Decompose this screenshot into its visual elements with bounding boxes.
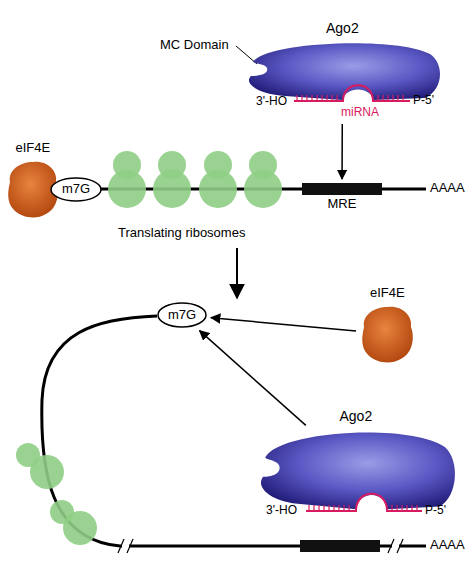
mirna-strand: [294, 85, 410, 101]
transition-arrow: [236, 248, 238, 298]
annotation-label: AAAA: [430, 181, 465, 196]
base-pair-tick: [343, 505, 344, 511]
mre-site: [300, 540, 380, 552]
base-pair-tick: [306, 95, 307, 101]
mirna-line: [294, 85, 410, 101]
annotation-label: 3'-HO: [266, 504, 297, 518]
cap-ellipse: [51, 178, 101, 201]
base-pair-tick: [318, 505, 319, 511]
node-outline: [245, 40, 440, 102]
base-pair-tick: [313, 505, 314, 511]
break-slash: [118, 539, 124, 553]
ribosome-large-subunit: [199, 170, 237, 208]
base-pair-tick: [392, 95, 393, 101]
base-pair-tick: [308, 505, 309, 511]
base-pair-tick: [401, 505, 402, 511]
mre-bar: [302, 183, 382, 195]
ribosome-large-subunit: [108, 170, 146, 208]
ago2-protein: Ago2: [257, 428, 455, 512]
base-pair-tick: [323, 505, 324, 511]
base-pair-tick: [301, 95, 302, 101]
node-label: eIF4E: [16, 141, 51, 156]
mre-site: MRE: [302, 183, 382, 195]
base-pair-tick: [387, 95, 388, 101]
annotation-label: Translating ribosomes: [118, 226, 245, 241]
base-pair-tick: [416, 505, 417, 511]
node-outline: [360, 305, 415, 363]
ribosome-large-subunit: [244, 170, 282, 208]
cap-oval: m7G: [50, 177, 102, 202]
ago2-shape: [261, 432, 455, 509]
annotation-label: P-5': [413, 94, 434, 108]
base-pair-tick: [348, 505, 349, 511]
base-pair-tick: [328, 505, 329, 511]
base-pair-tick: [326, 95, 327, 101]
ago2-protein: Ago2: [245, 40, 440, 102]
base-pair-tick: [382, 95, 383, 101]
base-pair-tick: [411, 505, 412, 511]
base-pair-tick: [333, 505, 334, 511]
eif4e-shape: [362, 307, 413, 363]
annotation-label: MC Domain: [160, 38, 229, 53]
node-label: m7G: [62, 182, 90, 197]
node-outline: [257, 428, 455, 512]
annotation-label: miRNA: [341, 106, 379, 120]
base-pair-tick: [396, 505, 397, 511]
base-pair-tick: [406, 505, 407, 511]
base-pair-tick: [391, 505, 392, 511]
base-pair-tick: [321, 95, 322, 101]
arrow-connector: [211, 318, 356, 331]
base-pair-tick: [296, 95, 297, 101]
mirna-line: [306, 494, 422, 511]
ribosome-large-subunit: [30, 455, 64, 489]
annotation-label: 3'-HO: [256, 95, 287, 109]
node-label: MRE: [328, 197, 357, 212]
annotation-label: AAAA: [430, 538, 465, 553]
base-pair-tick: [336, 95, 337, 101]
strand-break: [118, 538, 403, 554]
ribosome-large-subunit: [63, 511, 97, 545]
break-slash: [388, 539, 394, 553]
ribosome-group: [108, 151, 282, 208]
base-pair-tick: [338, 505, 339, 511]
eif4e-protein: eIF4E: [360, 305, 415, 363]
base-pair-tick: [331, 95, 332, 101]
cap-ellipse: [158, 303, 206, 327]
ribosome-large-subunit: [153, 170, 191, 208]
base-pair-tick: [397, 95, 398, 101]
base-pair-tick: [377, 95, 378, 101]
base-pair-tick: [316, 95, 317, 101]
annotation-label: P-5': [425, 504, 446, 518]
arrow-connector: [341, 124, 343, 179]
break-slash: [127, 539, 133, 553]
arrow-connector: [200, 331, 306, 426]
base-pair-tick: [311, 95, 312, 101]
node-outline: [302, 183, 382, 195]
break-slash: [397, 539, 403, 553]
mirna-strand: [306, 494, 422, 511]
ribosome-group: [16, 443, 97, 545]
node-label: m7G: [168, 308, 196, 323]
node-label: eIF4E: [370, 286, 405, 301]
base-pair-tick: [402, 95, 403, 101]
node-label: Ago2: [340, 408, 373, 424]
cap-oval: m7G: [157, 302, 207, 328]
ago2-shape: [249, 43, 440, 100]
node-label: Ago2: [326, 20, 359, 36]
